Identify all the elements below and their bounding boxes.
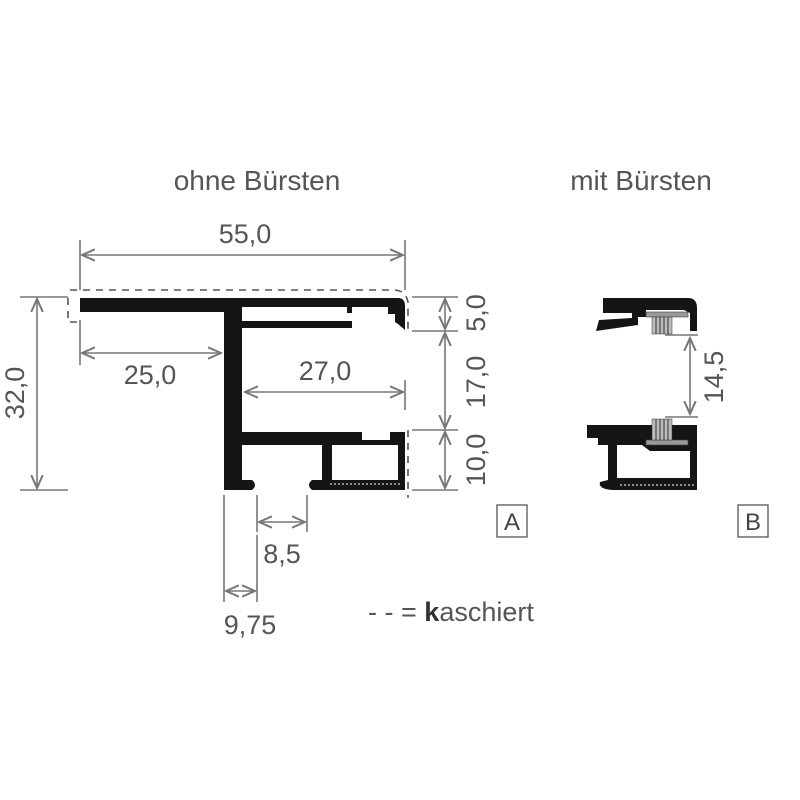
laminated-outline xyxy=(67,289,409,498)
dim-label-middle-section: 17,0 xyxy=(461,356,491,409)
dim-right-chain: 5,0 17,0 10,0 xyxy=(412,294,491,491)
label-box-a: A xyxy=(496,504,528,538)
label-b: B xyxy=(745,509,761,536)
legend-text: aschiert xyxy=(439,597,534,627)
legend-laminated: - - = kaschiert xyxy=(368,597,534,627)
legend-bold-letter: k xyxy=(424,597,440,627)
legend-symbol: - - = xyxy=(368,597,417,627)
svg-text:- - = kaschiert: - - = kaschiert xyxy=(368,597,534,627)
dim-inner-width: 27,0 xyxy=(245,356,406,410)
profile-b: 14,5 xyxy=(587,298,729,490)
title-with-brushes: mit Bürsten xyxy=(570,165,712,196)
dim-left-flange: 25,0 xyxy=(79,320,221,390)
dim-slot-width: 8,5 xyxy=(256,495,308,569)
dim-label-bottom-section: 10,0 xyxy=(461,434,491,487)
dim-label-brush-gap: 14,5 xyxy=(699,351,729,404)
brush-icon xyxy=(651,316,673,335)
dim-total-height: 32,0 xyxy=(0,296,68,491)
dim-label-inner-width: 27,0 xyxy=(299,356,352,386)
dim-label-slot-offset: 9,75 xyxy=(224,610,277,640)
title-without-brushes: ohne Bürsten xyxy=(174,165,341,196)
dim-label-top-section: 5,0 xyxy=(461,294,491,332)
label-box-b: B xyxy=(737,504,769,538)
profile-a xyxy=(80,298,405,490)
dim-label-total-width: 55,0 xyxy=(219,219,272,249)
dim-total-width: 55,0 xyxy=(79,219,406,290)
dim-label-slot-width: 8,5 xyxy=(263,539,301,569)
dim-label-total-height: 32,0 xyxy=(0,367,30,420)
dim-label-left-flange: 25,0 xyxy=(124,360,177,390)
brush-icon xyxy=(651,418,673,441)
dim-slot-offset: 9,75 xyxy=(223,495,277,640)
label-a: A xyxy=(504,509,520,536)
